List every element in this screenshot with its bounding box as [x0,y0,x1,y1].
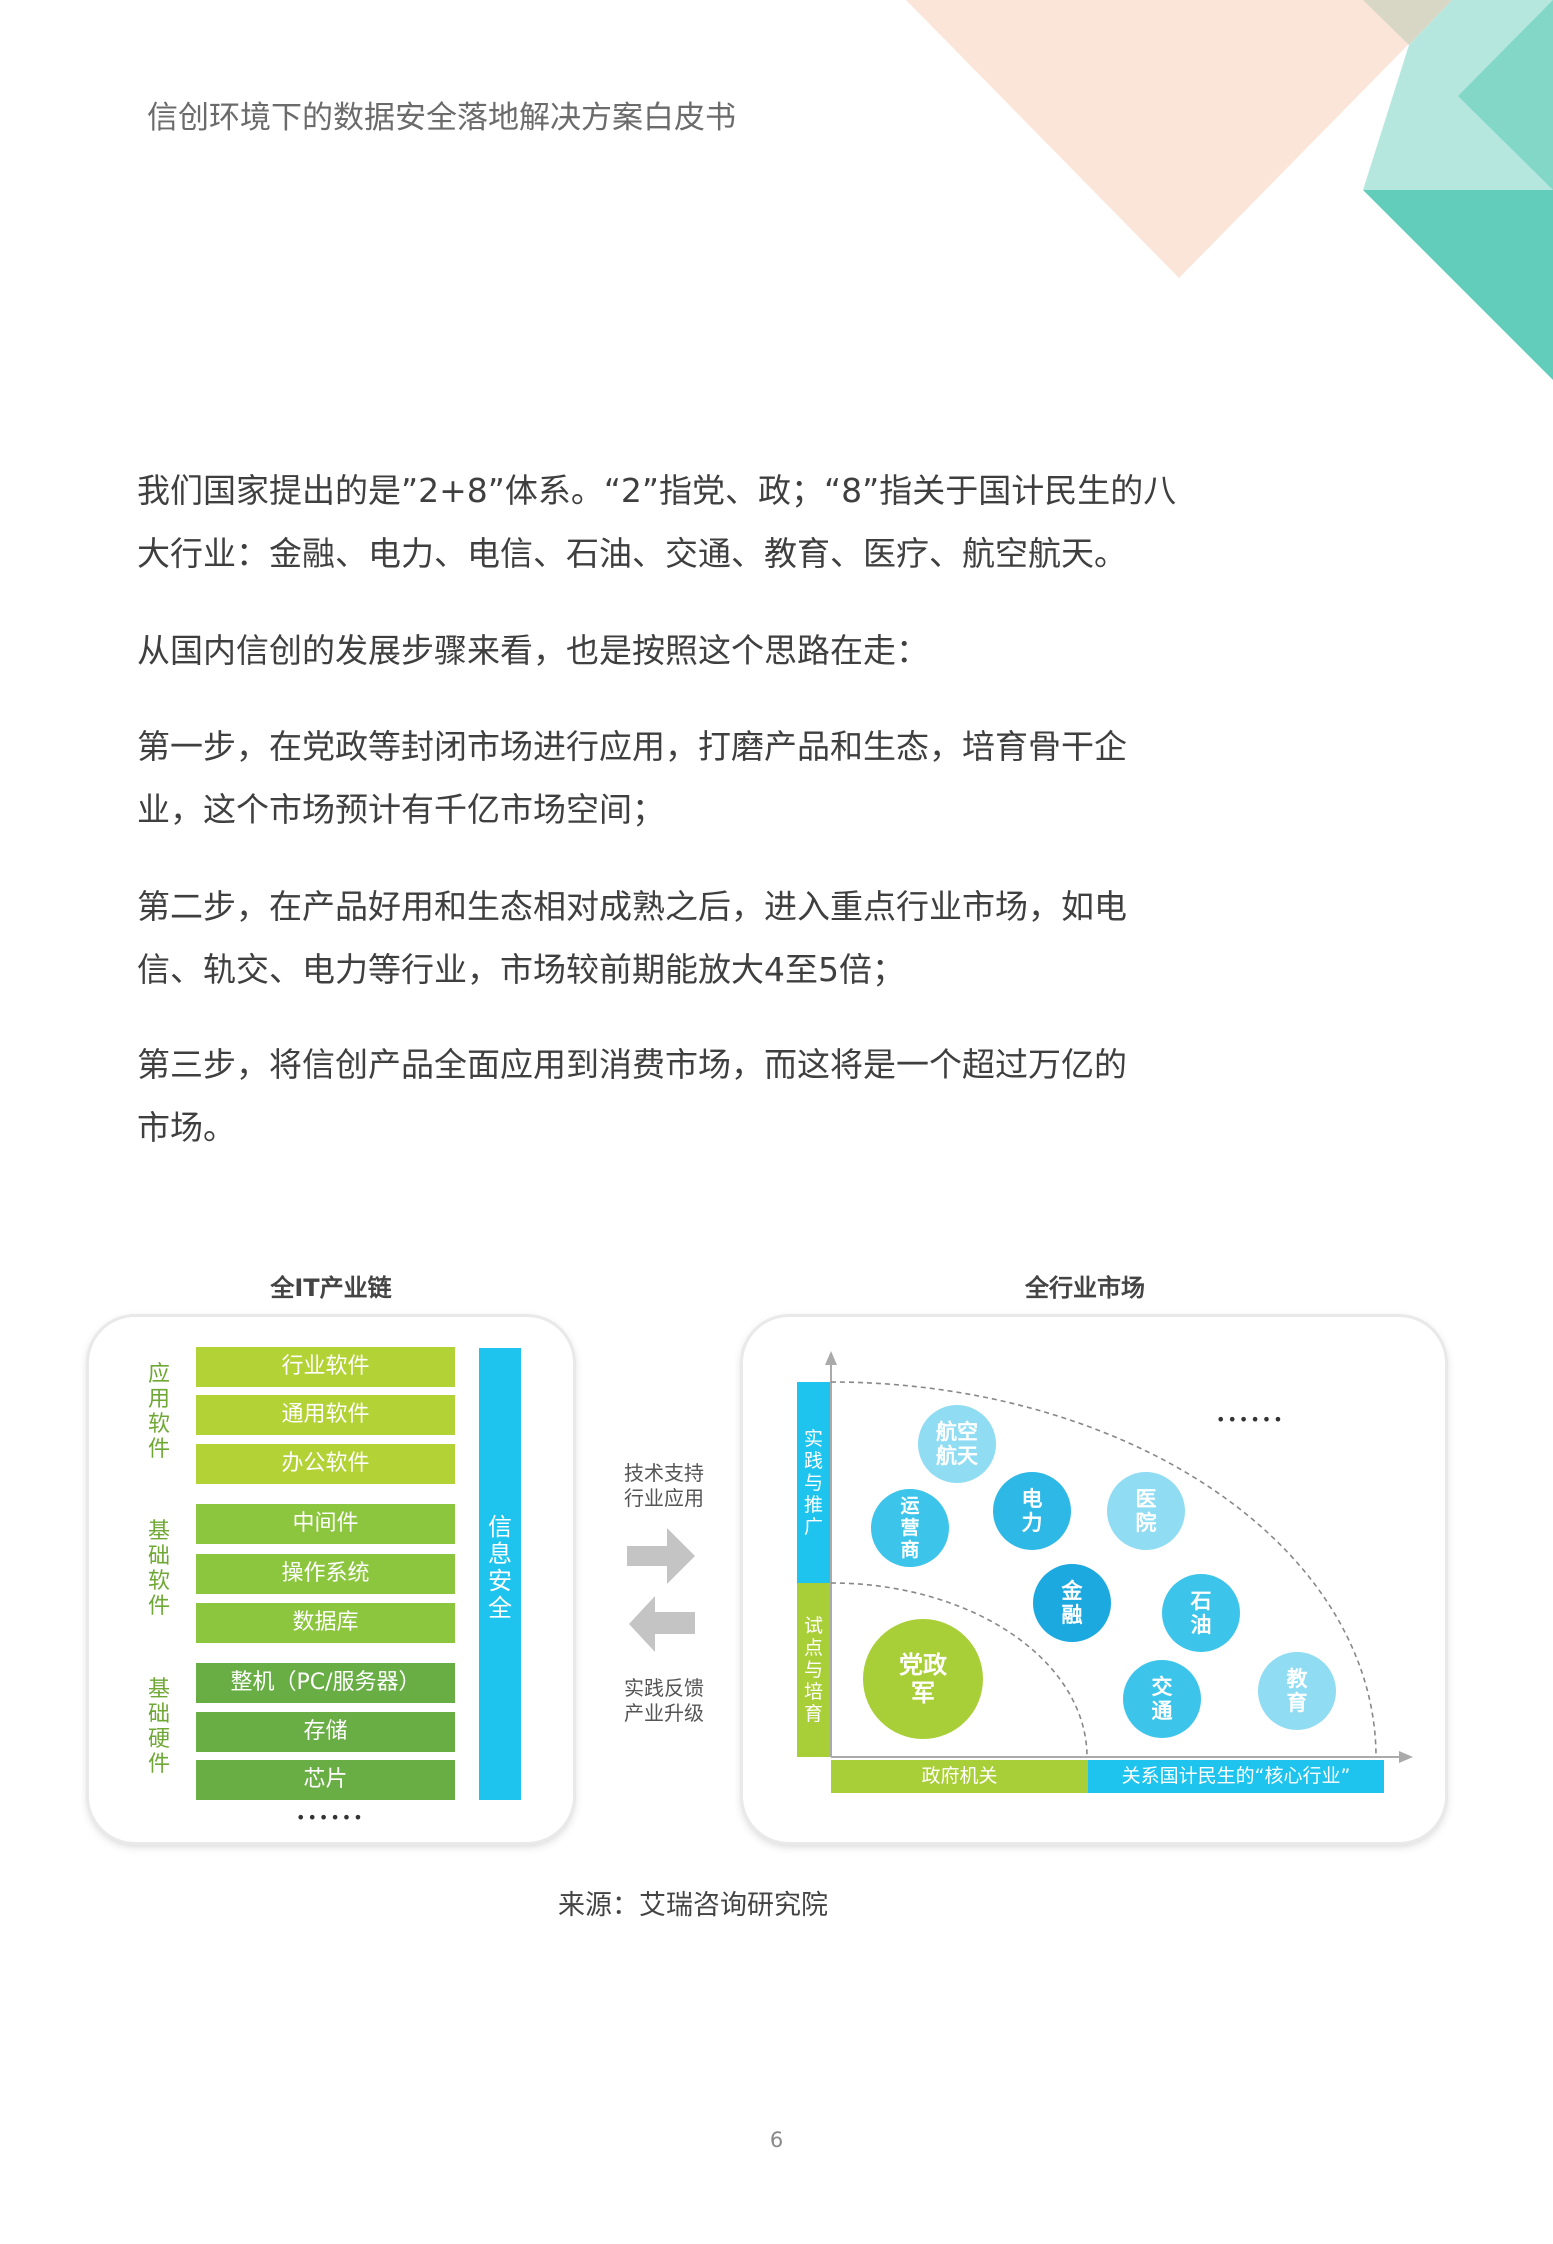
circle-label: 融 [1061,1603,1083,1627]
circle-label: 油 [1190,1613,1212,1637]
bar-chip: 芯片 [196,1760,455,1800]
page-number: 6 [769,2128,784,2152]
practice-feedback-line: 实践反馈 [624,1676,704,1700]
group-label-text: 应用软件 [147,1362,170,1462]
circle-aerospace: 航空航天 [918,1405,996,1483]
teal-triangle [1363,190,1553,380]
group-label-app-software: 应用软件 [145,1362,173,1462]
bar-operating-system: 操作系统 [196,1554,455,1594]
circle-label: 军 [911,1679,935,1707]
circle-label: 商 [900,1539,920,1561]
circle-transport: 交通 [1123,1660,1201,1738]
market-title: 全行业市场 [1025,1274,1145,1302]
circle-party-gov-military: 党政军 [863,1619,983,1739]
circle-label: 通 [1151,1699,1173,1723]
paragraph-line: 第二步，在产品好用和生态相对成熟之后，进入重点行业市场，如电 [137,887,1127,926]
group-label-text: 基础软件 [147,1519,170,1619]
group-label-base-software: 基础软件 [145,1519,173,1619]
circle-label: 力 [1021,1511,1043,1535]
circle-label: 石 [1190,1589,1212,1613]
circle-label: 医 [1135,1487,1157,1511]
paragraph-line: 信、轨交、电力等行业，市场较前期能放大4至5倍； [137,950,905,989]
outer-dashed-arc [830,1381,1377,1758]
group-label-base-hardware: 基础硬件 [145,1677,173,1777]
arrow-left-icon [629,1596,695,1652]
bar-industry-software: 行业软件 [196,1347,455,1387]
circle-label: 运 [900,1495,920,1517]
y-label-practice: 实践与推广 [797,1382,830,1583]
ellipsis-dots: •••••• [296,1808,365,1827]
tech-support-line: 行业应用 [624,1486,704,1510]
grey-overlap [1363,0,1452,45]
x-label-government: 政府机关 [831,1760,1088,1793]
mint-mid-triangle [1458,0,1553,190]
circle-carrier: 运营商 [871,1489,949,1567]
circle-label: 电 [1021,1487,1043,1511]
ellipsis-dots: •••••• [1216,1410,1285,1429]
circle-label: 党政 [899,1651,947,1679]
peach-triangle [906,0,1452,278]
bar-general-software: 通用软件 [196,1395,455,1435]
x-axis-arrow-icon [1399,1751,1413,1763]
y-label-text: 实践与推广 [803,1427,823,1538]
market-axes [825,1351,1413,1763]
info-security-bar: 信息安全 [479,1348,521,1800]
circle-label: 育 [1286,1691,1308,1715]
circle-label: 院 [1135,1511,1157,1535]
x-label-core-industries: 关系国计民生的“核心行业” [1088,1760,1384,1793]
circle-label: 营 [900,1517,920,1539]
paragraph-line: 第三步，将信创产品全面应用到消费市场，而这将是一个超过万亿的 [137,1045,1127,1084]
bar-storage: 存储 [196,1712,455,1752]
paragraph-line: 第一步，在党政等封闭市场进行应用，打磨产品和生态，培育骨干企 [137,727,1127,766]
practice-feedback-line: 产业升级 [624,1701,704,1725]
circle-label: 航空 [936,1420,978,1444]
paragraph-line: 从国内信创的发展步骤来看，也是按照这个思路在走： [137,631,929,670]
info-security-label: 信息安全 [488,1513,512,1622]
paragraph-line: 业，这个市场预计有千亿市场空间； [137,790,665,829]
y-axis-arrow-icon [825,1351,837,1365]
group-label-text: 基础硬件 [147,1677,170,1777]
bar-database: 数据库 [196,1603,455,1643]
y-label-text: 试点与培育 [803,1615,823,1725]
bar-office-software: 办公软件 [196,1444,455,1484]
circle-petroleum: 石油 [1162,1574,1240,1652]
circle-finance: 金融 [1033,1564,1111,1642]
bar-middleware: 中间件 [196,1504,455,1544]
bar-machine: 整机（PC/服务器） [196,1663,455,1703]
bidirectional-arrows [627,1528,695,1652]
circle-label: 交 [1151,1675,1173,1699]
circle-education: 教育 [1258,1652,1336,1730]
circle-label: 教 [1286,1667,1308,1691]
decorative-triangles [906,0,1553,380]
paragraph-line: 市场。 [137,1108,236,1147]
practice-feedback-text: 实践反馈 产业升级 [612,1676,716,1726]
it-chain-title: 全IT产业链 [270,1274,392,1302]
circle-hospital: 医院 [1107,1472,1185,1550]
tech-support-text: 技术支持 行业应用 [612,1461,716,1511]
inner-dashed-arc [830,1582,1088,1758]
circle-label: 航天 [936,1444,978,1468]
paragraph-line: 我们国家提出的是”2+8”体系。“2”指党、政；“8”指关于国计民生的八 [137,471,1177,510]
y-label-pilot: 试点与培育 [797,1583,830,1757]
document-title: 信创环境下的数据安全落地解决方案白皮书 [147,100,736,136]
paragraph-line: 大行业：金融、电力、电信、石油、交通、教育、医疗、航空航天。 [137,534,1127,573]
tech-support-line: 技术支持 [624,1461,704,1485]
circle-label: 金 [1061,1579,1083,1603]
circle-power: 电力 [993,1472,1071,1550]
figure-caption: 来源：艾瑞咨询研究院 [558,1890,828,1921]
arrow-right-icon [627,1528,695,1584]
